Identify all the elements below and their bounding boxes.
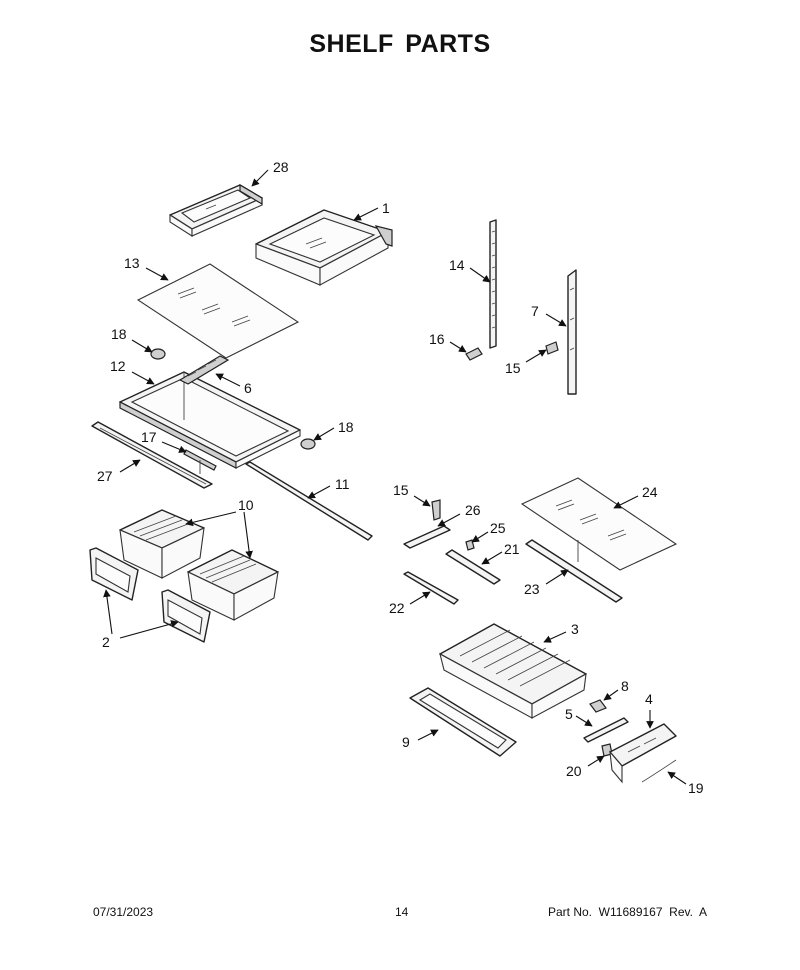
svg-text:27: 27: [97, 468, 113, 484]
callout-11: 11: [307, 476, 350, 499]
callout-14: 14: [449, 257, 491, 283]
part-21-slide-rail: [445, 549, 501, 585]
svg-text:19: 19: [688, 780, 704, 796]
callout-5: 5: [565, 706, 593, 727]
part-5-rail: [583, 717, 629, 743]
svg-text:6: 6: [244, 380, 252, 396]
svg-text:8: 8: [621, 678, 629, 694]
callout-26: 26: [437, 502, 481, 527]
svg-text:12: 12: [110, 358, 126, 374]
callout-21: 21: [481, 541, 520, 565]
svg-text:28: 28: [273, 159, 289, 175]
part-6-shelf-rail: [178, 355, 230, 385]
part-16-screw: [465, 347, 483, 361]
svg-text:18: 18: [111, 326, 127, 342]
svg-text:14: 14: [449, 257, 465, 273]
part-2-crisper-cover: [89, 547, 211, 643]
part-23-trim: [525, 539, 623, 603]
part-8-clip: [589, 699, 607, 713]
part-14-shelf-ladder: [489, 219, 497, 349]
svg-text:20: 20: [566, 763, 582, 779]
part-4-control-housing: [609, 723, 677, 784]
svg-text:17: 17: [141, 429, 157, 445]
callout-27: 27: [97, 459, 141, 484]
svg-text:23: 23: [524, 581, 540, 597]
footer-page-number: 14: [395, 905, 409, 919]
svg-text:9: 9: [402, 734, 410, 750]
callout-18-upper: 18: [111, 326, 153, 353]
svg-text:13: 13: [124, 255, 140, 271]
svg-text:22: 22: [389, 600, 405, 616]
callout-24: 24: [613, 484, 658, 509]
callout-22: 22: [389, 591, 431, 616]
part-28-deli-tray: [169, 183, 263, 238]
svg-text:25: 25: [490, 520, 506, 536]
svg-text:16: 16: [429, 331, 445, 347]
callout-20: 20: [566, 755, 605, 779]
callout-12: 12: [110, 358, 155, 385]
part-27-trim: [91, 421, 213, 489]
svg-text:26: 26: [465, 502, 481, 518]
part-1-glass-shelf: [255, 209, 393, 286]
svg-text:15: 15: [393, 482, 409, 498]
svg-text:11: 11: [335, 476, 350, 492]
svg-text:10: 10: [238, 497, 254, 513]
part-18-slide-stop: [150, 348, 316, 450]
callout-8: 8: [603, 678, 629, 701]
callout-2: 2: [102, 589, 179, 650]
part-13-glass-panel: [136, 263, 300, 359]
part-26-bracket: [403, 525, 451, 549]
part-25-clip: [465, 539, 475, 551]
svg-text:24: 24: [642, 484, 658, 500]
svg-text:7: 7: [531, 303, 539, 319]
svg-text:21: 21: [504, 541, 520, 557]
part-10-crisper-upper: [119, 509, 205, 579]
callout-9: 9: [402, 729, 439, 750]
callout-3: 3: [543, 621, 579, 643]
part-3-pantry-drawer: [439, 623, 587, 719]
page-title: SHELF PARTS: [309, 30, 491, 58]
footer-part-number: Part No. W11689167 Rev. A: [548, 905, 707, 919]
callout-7: 7: [531, 303, 567, 327]
callout-17: 17: [141, 429, 187, 453]
part-9-drawer-front: [409, 687, 517, 757]
part-15-screw-upper: [545, 341, 559, 355]
part-11-long-trim: [245, 461, 373, 541]
svg-text:5: 5: [565, 706, 573, 722]
callout-19: 19: [667, 771, 704, 796]
svg-text:2: 2: [102, 634, 110, 650]
callout-15-lower: 15: [393, 482, 431, 507]
callout-23: 23: [524, 569, 569, 597]
callout-16: 16: [429, 331, 467, 353]
callout-28: 28: [251, 159, 289, 187]
callout-18-lower: 18: [313, 419, 354, 441]
callout-1: 1: [353, 200, 390, 221]
svg-text:1: 1: [382, 200, 390, 216]
svg-text:4: 4: [645, 691, 653, 707]
svg-text:18: 18: [338, 419, 354, 435]
callout-13: 13: [124, 255, 169, 281]
part-22-slide-rail: [403, 571, 459, 605]
part-24-glass-shelf: [520, 477, 678, 571]
callout-4: 4: [645, 691, 654, 729]
callout-15-upper: 15: [505, 349, 547, 376]
svg-text:15: 15: [505, 360, 521, 376]
callout-25: 25: [471, 520, 506, 543]
part-15-screw-lower: [431, 499, 441, 521]
part-10-crisper-lower: [187, 549, 279, 621]
callout-6: 6: [215, 373, 252, 396]
svg-text:3: 3: [571, 621, 579, 637]
callout-10: 10: [185, 497, 254, 559]
part-19-wire-harness: [641, 759, 677, 783]
part-7-shelf-ladder: [567, 269, 577, 395]
footer-date: 07/31/2023: [93, 905, 154, 919]
